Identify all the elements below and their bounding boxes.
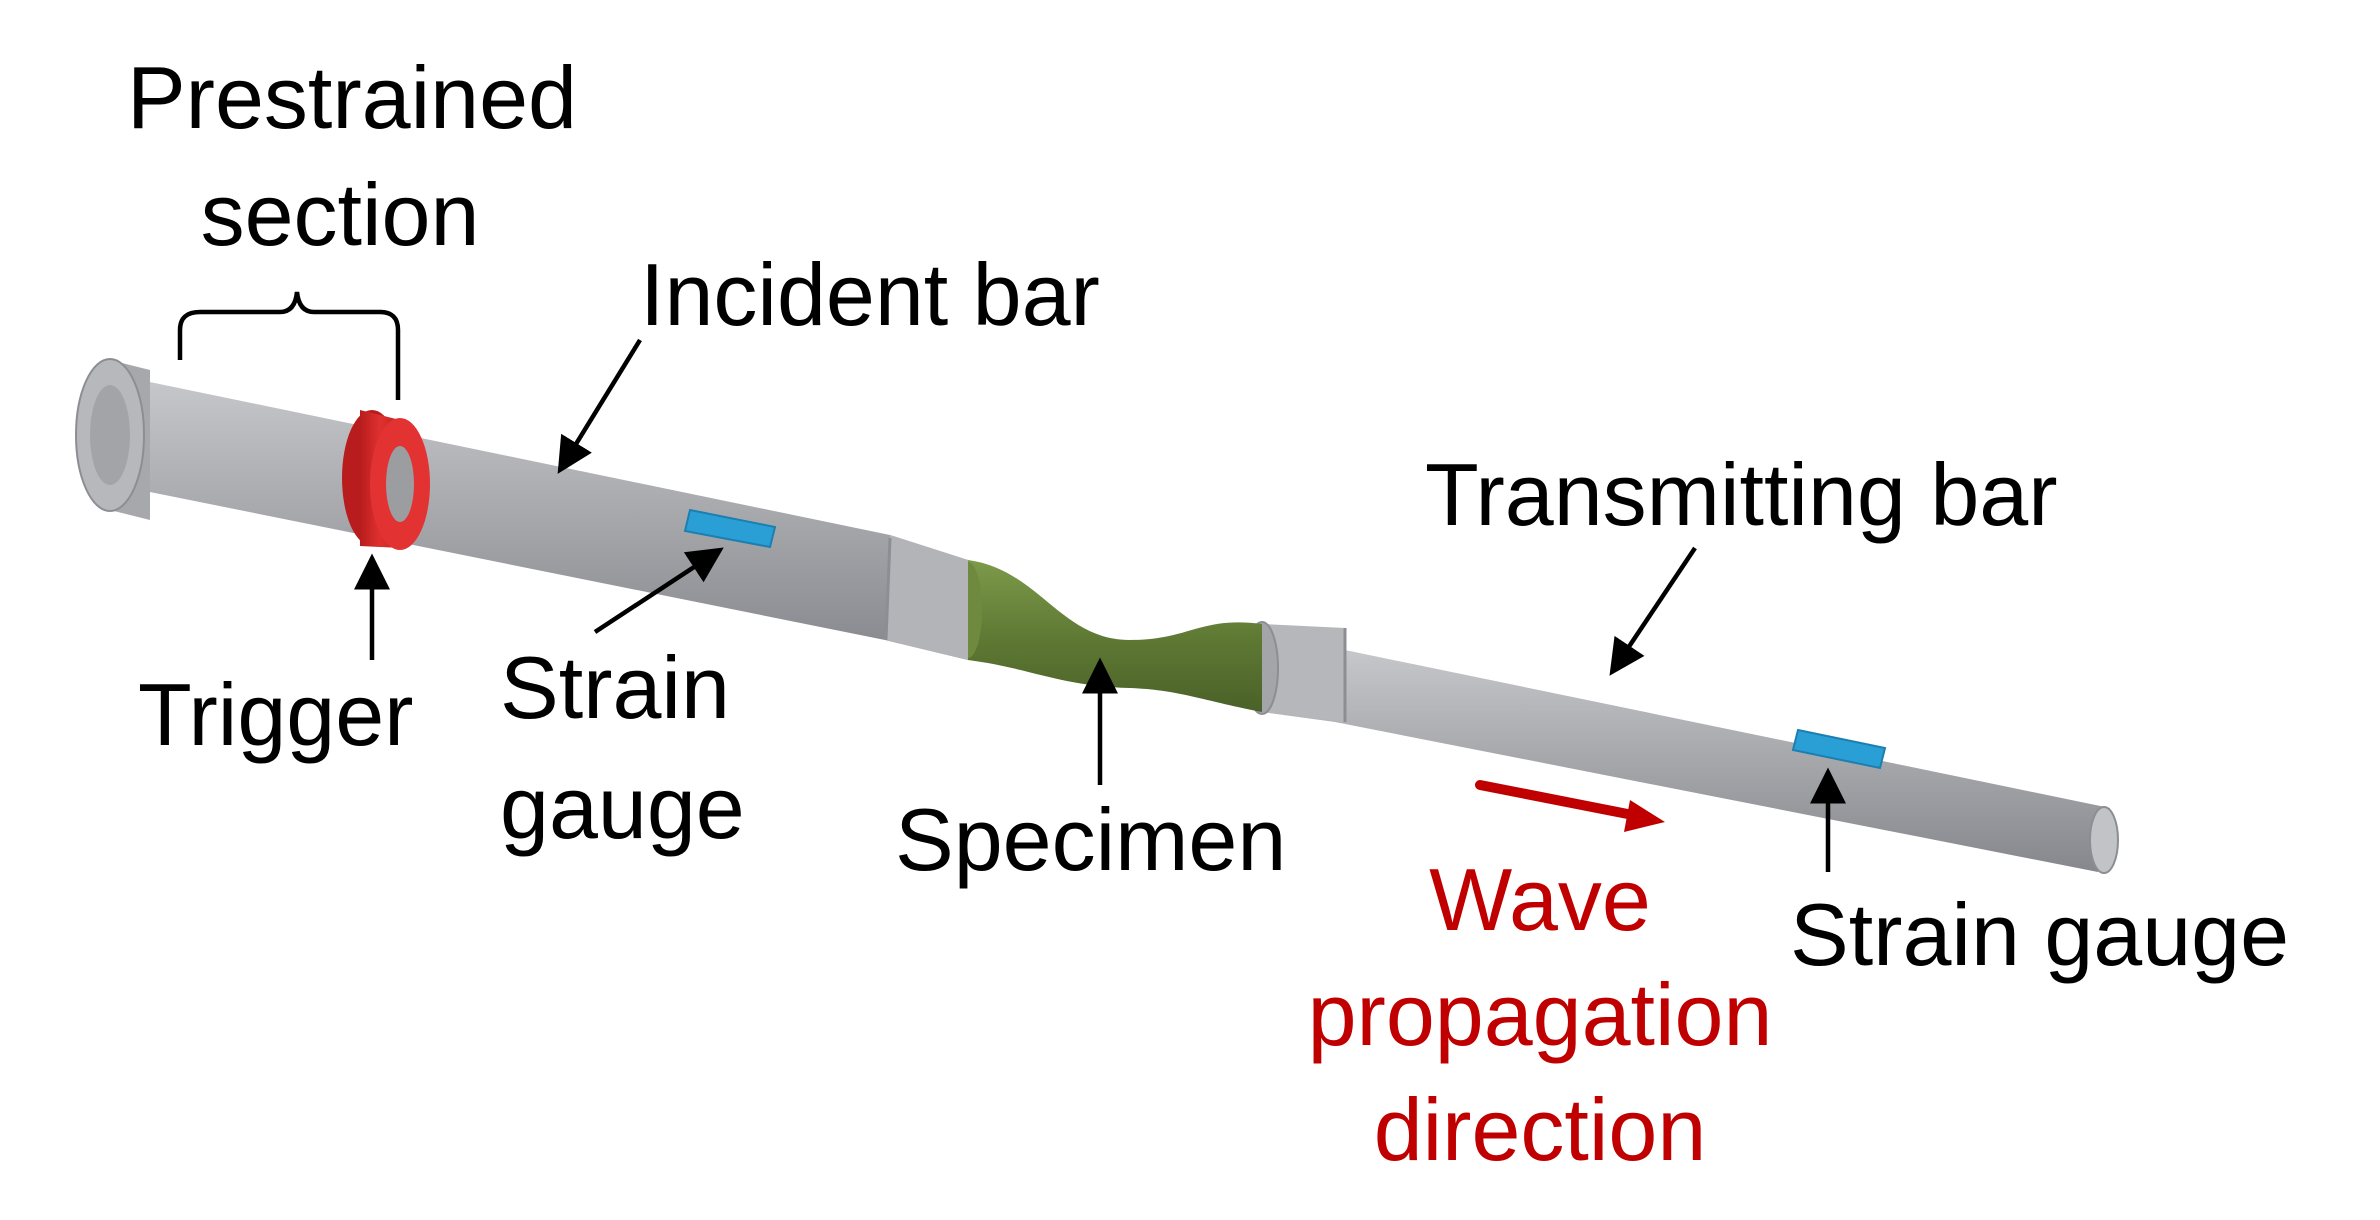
label-wave-line3: direction: [1374, 1080, 1707, 1179]
strain-gauge-right: [1791, 728, 1887, 770]
wave-propagation-arrow: [1475, 780, 1653, 823]
label-wave-line1: Wave: [1429, 850, 1651, 949]
label-specimen: Specimen: [895, 790, 1286, 889]
end-flange: [75, 358, 150, 520]
apparatus: [75, 358, 2119, 874]
strain-gauge-left: [683, 508, 777, 549]
specimen: [954, 560, 1262, 712]
incident-bar-arrow: [557, 338, 642, 474]
incident-bar: [140, 380, 968, 660]
label-strain-gauge-left-line2: gauge: [500, 758, 745, 857]
trigger-ring: [342, 410, 430, 550]
label-strain-gauge-right: Strain gauge: [1790, 885, 2289, 984]
wave-propagation-arrowhead: [1624, 800, 1665, 832]
label-prestrained-line1: Prestrained: [127, 48, 577, 147]
strain-gauge-left-arrow: [593, 547, 724, 634]
transmitting-bar: [1245, 621, 2119, 874]
label-transmitting-bar: Transmitting bar: [1425, 445, 2058, 544]
label-prestrained-line2: section: [201, 165, 480, 264]
transmitting-bar-arrow: [1609, 546, 1697, 676]
label-strain-gauge-left-line1: Strain: [500, 638, 730, 737]
label-wave-line2: propagation: [1308, 965, 1773, 1064]
label-trigger: Trigger: [138, 665, 413, 764]
prestrained-section-brace: [177, 291, 401, 400]
label-incident-bar: Incident bar: [640, 245, 1100, 344]
